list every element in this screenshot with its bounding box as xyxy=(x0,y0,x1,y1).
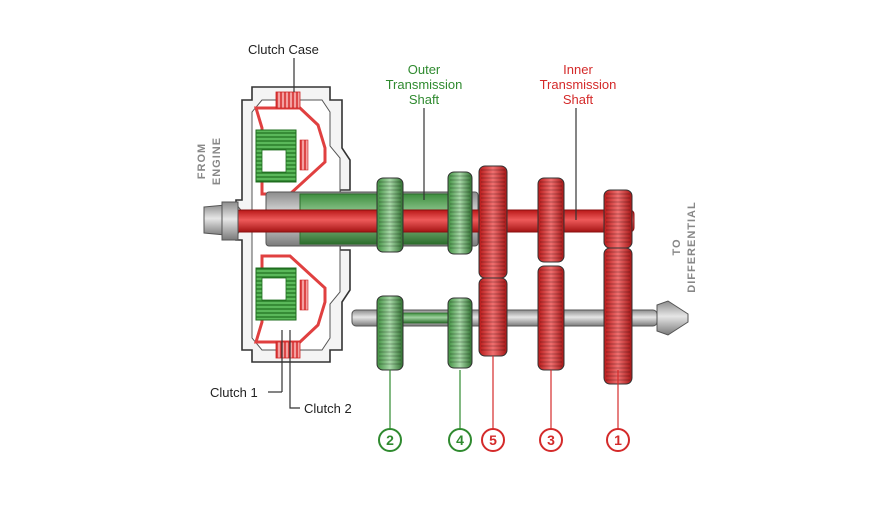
gear-4-driven xyxy=(447,297,473,369)
gear-5-driven xyxy=(478,277,508,357)
to-differential-label: TO DIFFERENTIAL xyxy=(670,192,700,302)
gear-badge-3: 3 xyxy=(539,428,563,452)
gear-3-driven xyxy=(537,265,565,371)
gear-4-drive xyxy=(447,171,473,255)
inner-shaft-label-line3: Shaft xyxy=(562,92,594,107)
to-differential-label-line2: DIFFERENTIAL xyxy=(686,201,698,293)
clutch-1-label: Clutch 1 xyxy=(210,385,258,400)
outer-shaft-label-line3: Shaft xyxy=(408,92,440,107)
from-engine-label-line2: ENGINE xyxy=(211,136,223,186)
clutch-packs xyxy=(255,129,297,321)
leader-lines xyxy=(268,58,619,430)
from-engine-label: FROM ENGINE xyxy=(195,131,225,191)
inner-shaft-label: Inner Transmission Shaft xyxy=(526,62,630,107)
gear-badge-2: 2 xyxy=(378,428,402,452)
clutch-case-label: Clutch Case xyxy=(248,42,319,57)
gear-badge-5: 5 xyxy=(481,428,505,452)
from-engine-label-line1: FROM xyxy=(196,142,208,180)
outer-shaft-label-line1: Outer xyxy=(407,62,441,77)
gear-badge-4: 4 xyxy=(448,428,472,452)
gear-1-driven xyxy=(603,247,633,385)
gear-1-drive xyxy=(603,189,633,249)
inner-transmission-shaft xyxy=(203,201,635,241)
gear-2-driven xyxy=(376,295,404,371)
inner-shaft-label-line1: Inner xyxy=(563,62,593,77)
inner-shaft-label-line2: Transmission xyxy=(539,77,617,92)
gear-5-drive xyxy=(478,165,508,279)
clutch-2-label: Clutch 2 xyxy=(304,401,352,416)
gear-layer xyxy=(376,165,633,385)
gear-3-drive xyxy=(537,177,565,263)
gear-badge-1: 1 xyxy=(606,428,630,452)
outer-shaft-label-line2: Transmission xyxy=(385,77,463,92)
gear-2-drive xyxy=(376,177,404,253)
outer-shaft-label: Outer Transmission Shaft xyxy=(372,62,476,107)
to-differential-label-line1: TO xyxy=(671,238,683,256)
